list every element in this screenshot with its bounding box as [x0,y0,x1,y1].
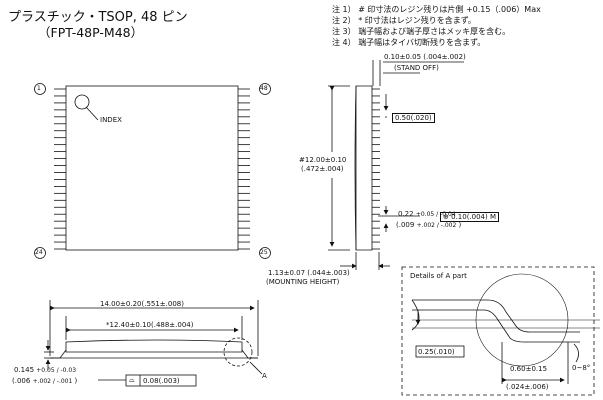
index-leader [85,106,99,121]
mount-height-dim: 1.13±0.07 (.044±.003) [268,269,350,277]
pin48-circle [259,83,271,95]
pin24-circle [34,247,46,259]
index-mark [74,94,90,110]
body-length-dim: *12.40±0.10(.488±.004) [106,321,194,329]
front-view [44,300,263,387]
mount-height-label: (MOUNTING HEIGHT) [266,278,340,286]
body-height-dim: #12.00±0.10 [299,156,347,164]
pin25-label: 25 [260,249,268,256]
detail-a [401,266,600,396]
position-tolerance-box: ⊕ 0.10(.004) M [440,212,500,222]
note-2: 注 2） * 印寸法はレジン残りを含まず。 [332,16,476,25]
lead-thickness-dim: 0.145 +0.05 / -0.03 [14,366,77,374]
top-view-left-leads [54,88,66,250]
note-4: 注 4） 端子幅はタイバ切断残りを含まず。 [332,38,486,47]
index-label: INDEX [100,116,122,124]
pin1-label: 1 [37,85,41,92]
detail-a-marker: A [262,372,267,380]
gauge-box: 0.25(.010) [418,348,455,356]
standoff-dim: 0.10±0.05 (.004±.002) [384,53,466,61]
lead-width-dim: 0.22 +0.05 / -0.04 [398,210,456,218]
top-view-body [65,85,239,251]
foot-length-dim: 0.60±0.15 [510,365,548,373]
note-3: 注 3） 端子幅および端子厚さはメッキ厚を含む。 [332,27,511,36]
lead-angle-dim: 0~8° [572,364,591,372]
coplanarity-icon: ⌓ [129,376,135,384]
mmc-icon: M [489,213,497,221]
side-view [328,60,464,270]
package-code: （FPT-48P-M48） [38,25,144,40]
position-icon: ⊕ [443,213,449,221]
pin48-label: 48 [260,85,268,92]
details-title: Details of A part [410,272,467,280]
package-title: プラスチック・TSOP, 48 ピン [8,10,188,25]
coplanarity-dim: 0.08(.003) [143,377,180,385]
body-height-inch: (.472±.004) [301,165,344,173]
top-view-right-leads [238,88,250,250]
pin24-label: 24 [35,249,43,256]
pin25-circle [259,247,271,259]
pitch-box: 0.50(.020) [392,113,435,123]
lead-thickness-inch: (.006 +.002 / -.001 ) [12,377,78,385]
note-1: 注 1） # 印寸法のレジン残りは片側 +0.15（.006）Max [332,5,541,14]
lead-width-inch: (.009 +.002 / -.002 ) [396,221,462,229]
pin1-circle [34,83,46,95]
foot-length-inch: (.024±.006) [506,383,549,391]
notes-block: 注 1） # 印寸法のレジン残りは片側 +0.15（.006）Max 注 2） … [332,4,541,48]
overall-length-dim: 14.00±0.20(.551±.008) [100,300,184,308]
standoff-label: (STAND OFF) [394,64,439,72]
